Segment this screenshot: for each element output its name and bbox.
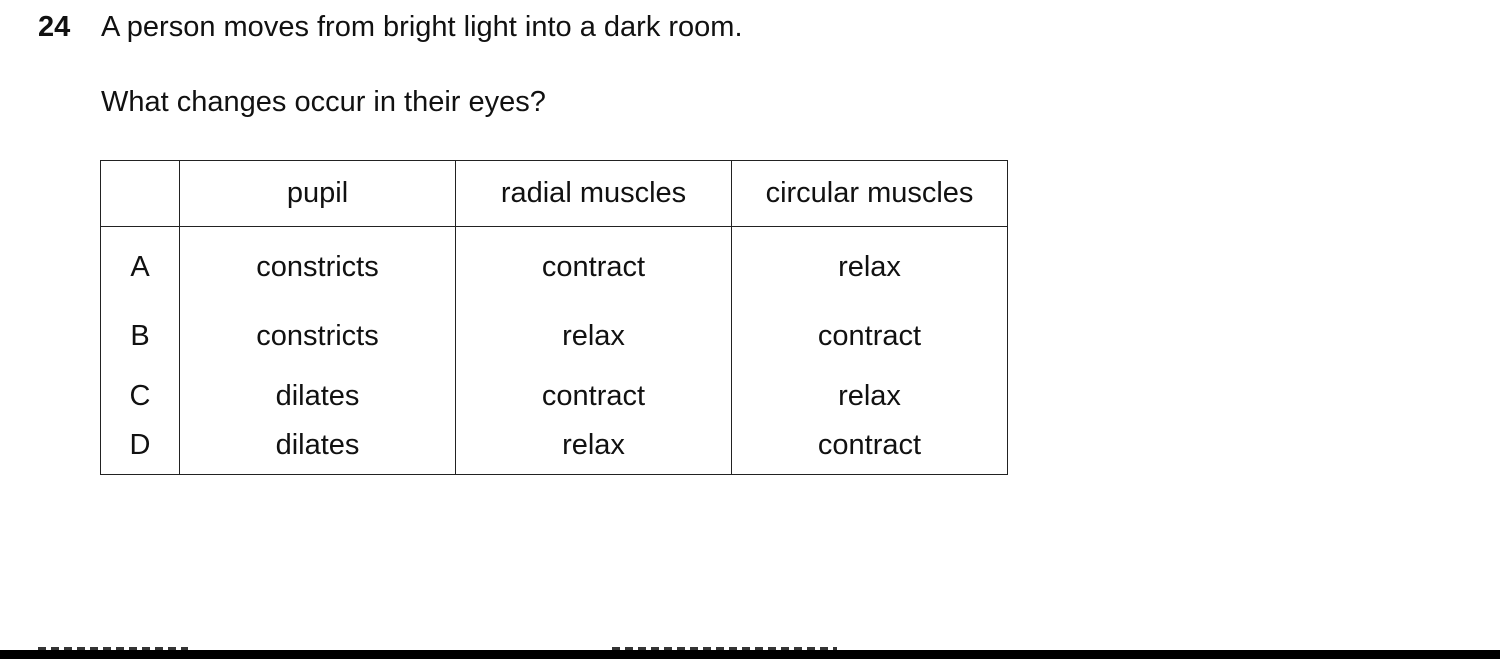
option-letter: B [100, 306, 180, 366]
header-radial-muscles: radial muscles [455, 160, 732, 227]
circular-cell: relax [731, 226, 1008, 306]
option-letter: A [100, 226, 180, 306]
pupil-cell: constricts [179, 306, 456, 366]
circular-cell: contract [731, 306, 1008, 366]
radial-cell: contract [455, 366, 732, 426]
circular-cell: contract [731, 426, 1008, 475]
header-circular-muscles: circular muscles [731, 160, 1008, 227]
footer-cropped-text-left [38, 647, 188, 652]
answer-options-table: pupil radial muscles circular muscles A … [100, 160, 1008, 475]
header-blank [100, 160, 180, 227]
option-letter: C [100, 366, 180, 426]
table-row: B constricts relax contract [100, 306, 1008, 366]
table-row: D dilates relax contract [100, 426, 1008, 475]
question-prompt: What changes occur in their eyes? [101, 86, 546, 118]
header-pupil: pupil [179, 160, 456, 227]
radial-cell: relax [455, 426, 732, 475]
pupil-cell: dilates [179, 426, 456, 475]
table-row: A constricts contract relax [100, 226, 1008, 306]
page-bottom-edge [0, 650, 1500, 659]
footer-cropped-text-center [612, 647, 837, 652]
question-stem: A person moves from bright light into a … [101, 11, 743, 43]
option-letter: D [100, 426, 180, 475]
question-number: 24 [38, 11, 71, 43]
pupil-cell: constricts [179, 226, 456, 306]
table-header-row: pupil radial muscles circular muscles [100, 160, 1008, 227]
radial-cell: contract [455, 226, 732, 306]
circular-cell: relax [731, 366, 1008, 426]
pupil-cell: dilates [179, 366, 456, 426]
radial-cell: relax [455, 306, 732, 366]
table-row: C dilates contract relax [100, 366, 1008, 426]
